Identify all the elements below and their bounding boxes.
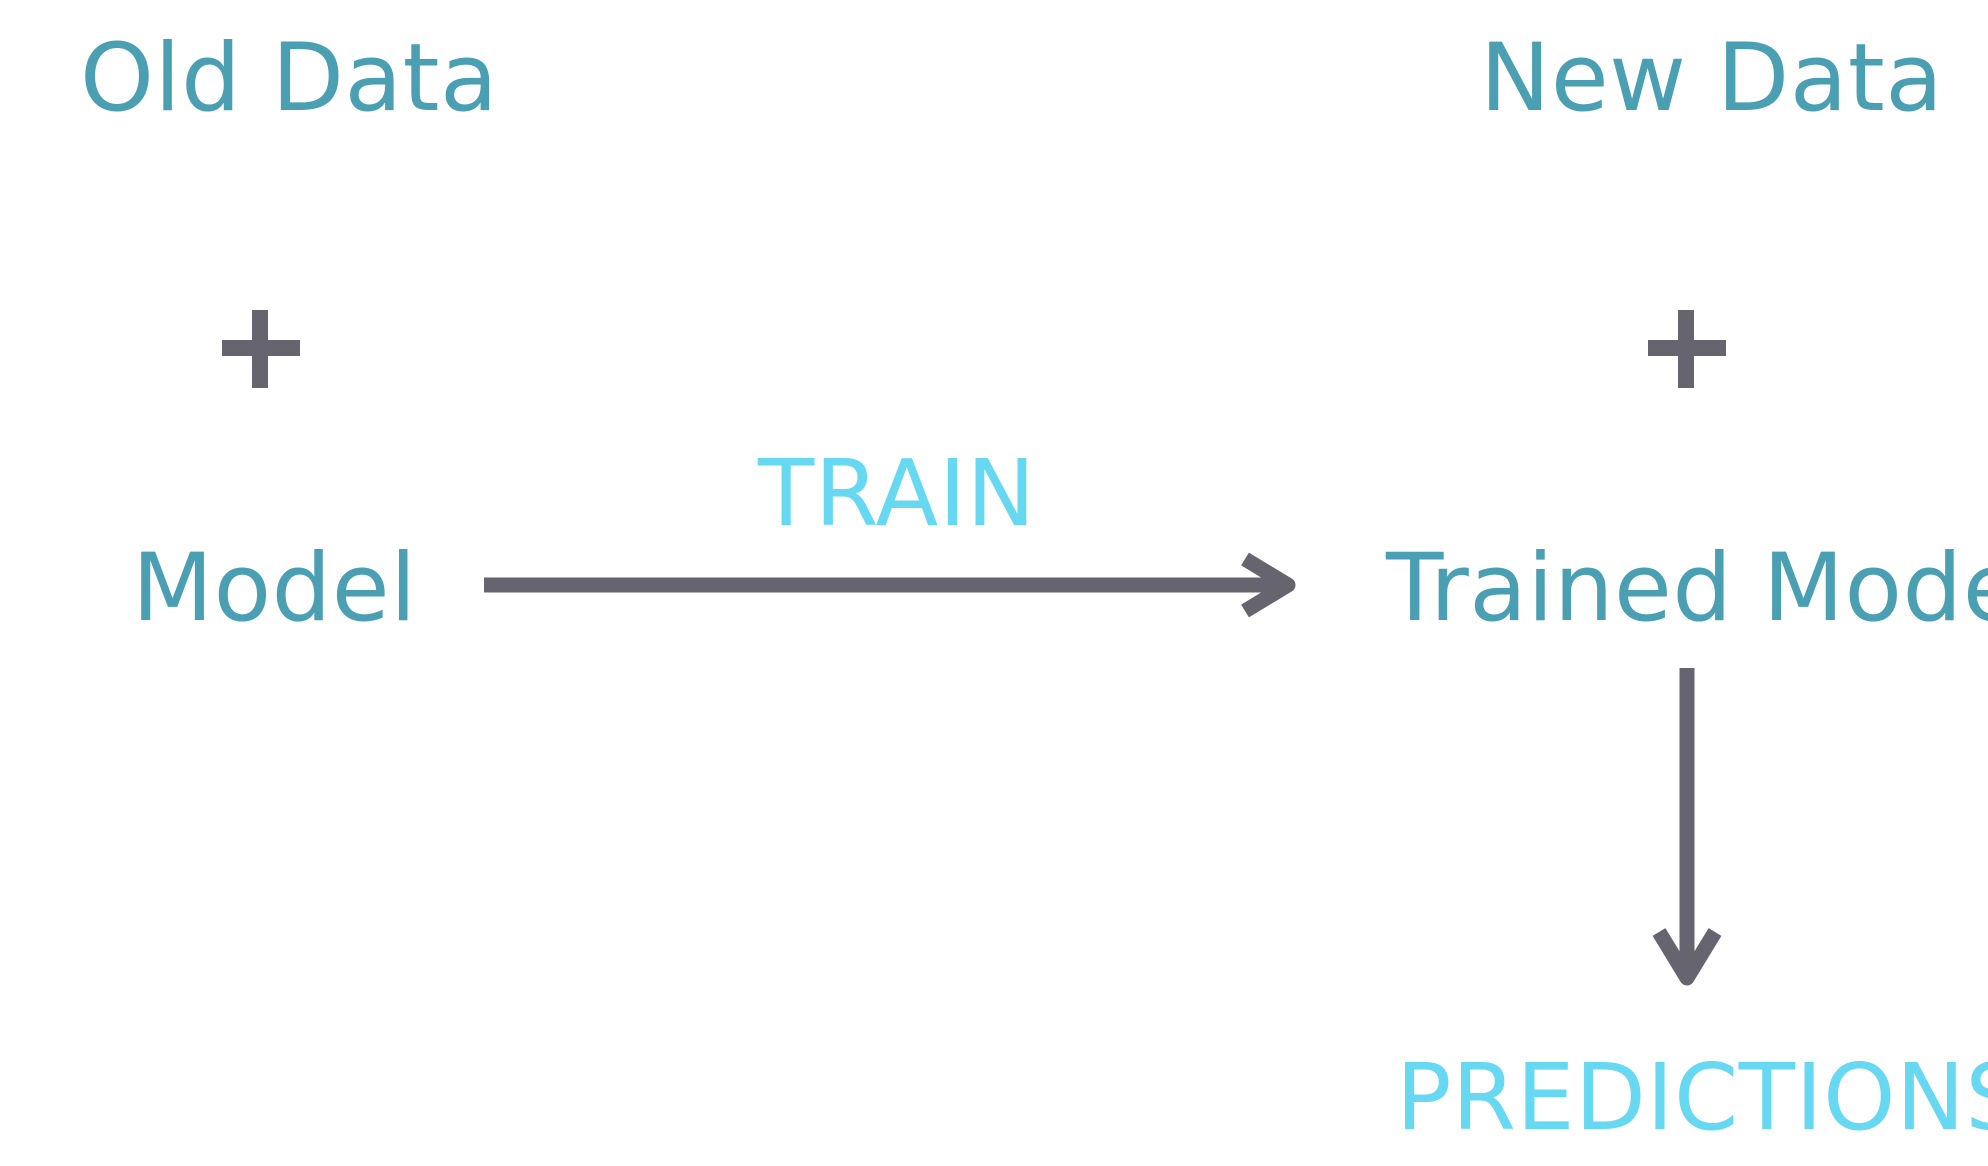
train-edge-label: TRAIN <box>758 440 1036 547</box>
model-label: Model <box>132 534 417 643</box>
plus-icon-left <box>222 310 300 388</box>
predictions-arrow-head <box>1652 928 1722 986</box>
train-arrow <box>484 552 1296 618</box>
predictions-label: PREDICTIONS <box>1396 1044 1988 1151</box>
trained-model-label: Trained Model <box>1386 534 1988 643</box>
predictions-arrow <box>1652 668 1722 986</box>
plus-icon-right <box>1648 310 1726 388</box>
new-data-label: New Data <box>1480 24 1944 133</box>
train-arrow-head <box>1241 552 1296 618</box>
old-data-label: Old Data <box>80 24 499 133</box>
